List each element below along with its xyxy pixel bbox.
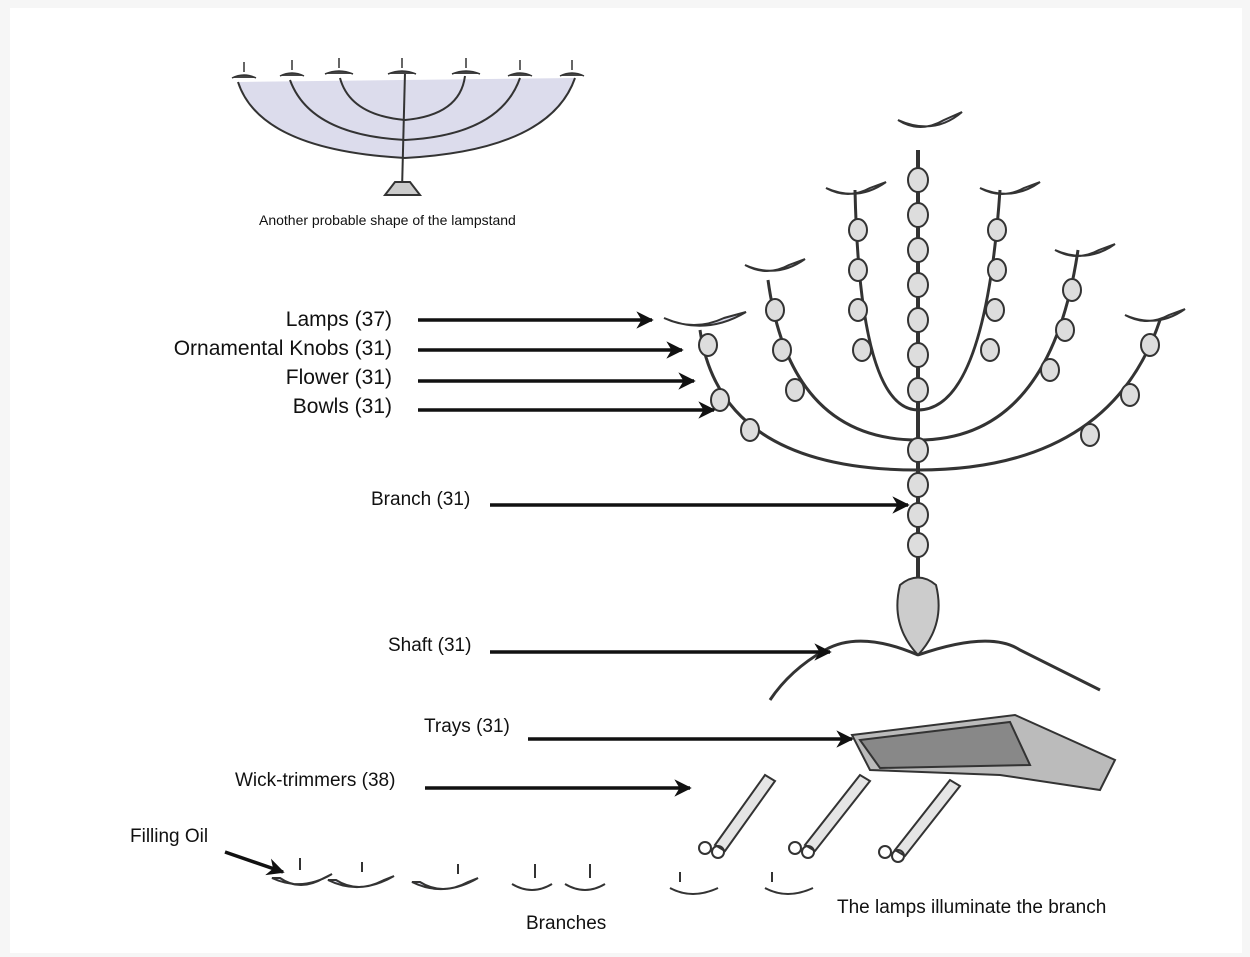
lamps-label: Lamps (37)	[286, 309, 392, 330]
trays-label: Trays (31)	[424, 717, 510, 736]
flower-label: Flower (31)	[286, 367, 392, 388]
shaft-label: Shaft (31)	[388, 636, 471, 655]
wick-trimmers-label: Wick-trimmers (38)	[235, 771, 395, 790]
bowls-label: Bowls (31)	[293, 396, 392, 417]
main-menorah	[664, 112, 1185, 700]
illuminate-caption: The lamps illuminate the branch	[837, 898, 1106, 917]
top-caption: Another probable shape of the lampstand	[259, 213, 516, 227]
knobs-label: Ornamental Knobs (31)	[174, 338, 392, 359]
wick-trimmers-drawing	[699, 775, 960, 862]
filling-arrow	[225, 852, 283, 872]
filling-oil-label: Filling Oil	[130, 827, 208, 846]
small-menorah-sketch	[232, 58, 584, 195]
branches-label: Branches	[526, 914, 606, 933]
lamps-row-drawing	[272, 858, 813, 894]
tray-drawing	[852, 715, 1115, 790]
branch-label: Branch (31)	[371, 490, 470, 509]
